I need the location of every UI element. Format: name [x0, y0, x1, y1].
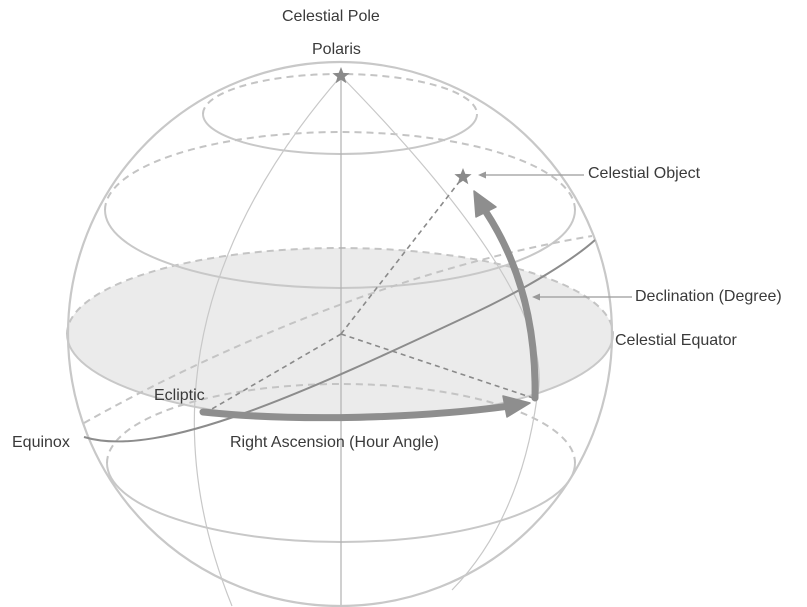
declination-label: Declination (Degree) — [635, 288, 782, 305]
declination-arrowhead — [473, 190, 497, 218]
polaris-label: Polaris — [312, 41, 361, 58]
right-ascension-arrow-shaft — [199, 402, 514, 422]
celestial-sphere-outline — [66, 60, 614, 607]
declination-arrow-shaft — [482, 208, 539, 402]
lower-mid-circle-back-arc — [106, 383, 576, 464]
celestial-object-star-icon — [454, 168, 472, 185]
upper-mid-circle-back-arc — [104, 131, 576, 211]
celestial-object-label: Celestial Object — [588, 165, 701, 182]
ecliptic-label: Ecliptic — [154, 387, 205, 404]
center-to-declination-base-dashed-line — [340, 333, 534, 399]
declination-leader — [532, 293, 632, 301]
celestial-equator-label: Celestial Equator — [615, 332, 737, 349]
celestial-object-leader — [478, 171, 584, 179]
upper-mid-circle-front-arc — [104, 209, 576, 289]
equinox-label: Equinox — [12, 434, 70, 451]
center-to-object-dashed-line — [340, 176, 464, 335]
celestial-equator-back-arc — [66, 247, 614, 335]
ecliptic-back-arc — [83, 235, 593, 424]
ecliptic-front-arc — [83, 239, 596, 443]
meridian-right — [340, 75, 540, 591]
right-ascension-arrowhead — [502, 395, 531, 418]
meridian-left — [193, 75, 342, 607]
polaris-star-icon — [332, 67, 350, 84]
celestial-pole-label: Celestial Pole — [282, 8, 380, 25]
right-ascension-label: Right Ascension (Hour Angle) — [230, 434, 439, 451]
upper-circle-front-arc — [202, 113, 478, 155]
